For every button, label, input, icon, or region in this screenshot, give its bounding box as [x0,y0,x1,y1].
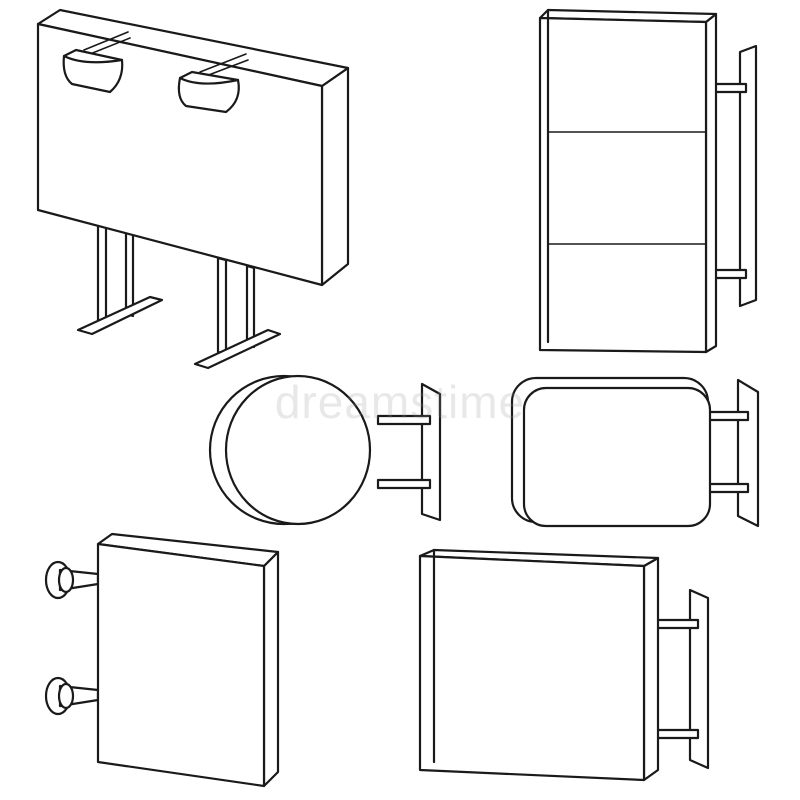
billboard-with-lamps [36,8,350,370]
bracket-plate [738,44,758,308]
round-sign [208,374,442,526]
rounded-rectangle-sign [510,376,760,528]
wall-mount-bottom [44,676,100,716]
bracket-plate [688,588,710,770]
bracket-plate [420,382,442,522]
billboard-lamp-right [177,53,249,114]
bracket-plate [736,378,760,528]
billboard-side [320,66,350,287]
billboard-lamp-left [62,31,131,94]
square-sign-face [418,554,646,782]
vertical-three-panel-sign [538,8,758,354]
bracket-arm-bottom [652,728,700,740]
box-sign-face [96,542,266,788]
bracket-arm-top [652,618,700,630]
round-sign-face [224,374,372,526]
square-box-sign [418,548,710,782]
wall-mounted-box-sign [44,532,280,788]
bracket-arm-top [376,414,432,426]
bracket-arm-bottom [376,478,432,490]
wall-mount-top [44,560,100,600]
rounded-sign-face [522,386,712,528]
panel-face [538,16,708,354]
